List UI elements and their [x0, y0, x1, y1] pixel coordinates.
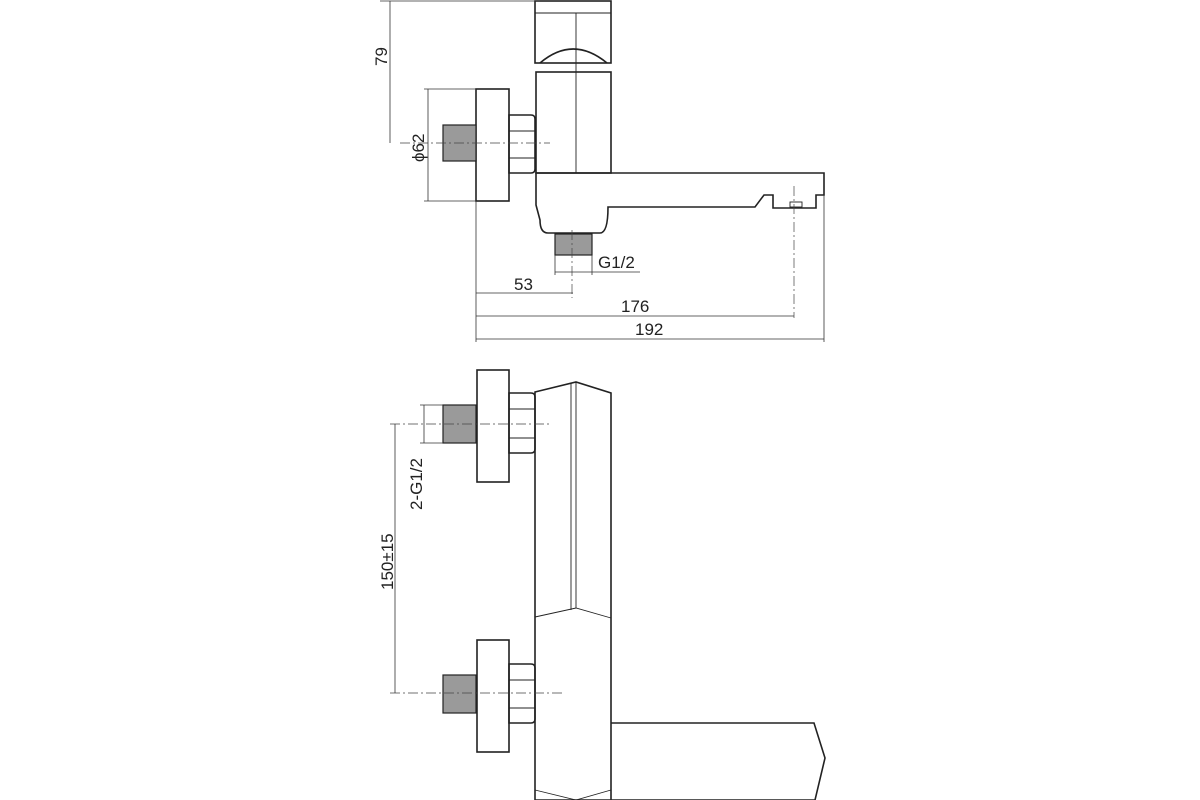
mixer-body — [534, 381, 612, 800]
dim-phi62: ϕ62 — [409, 134, 428, 162]
handle-cap — [534, 0, 612, 64]
upper-nut — [508, 392, 536, 454]
lower-nut — [508, 663, 536, 724]
lower-flange — [476, 639, 510, 753]
lower-inlet-thread — [442, 674, 477, 714]
outlet-thread — [554, 233, 593, 256]
spout-front — [611, 722, 826, 800]
wall-flange — [475, 88, 510, 202]
dim-79: 79 — [372, 47, 391, 66]
spout — [535, 172, 825, 234]
valve-body — [535, 71, 612, 174]
dim-g12-outlet: G1/2 — [598, 253, 635, 272]
hex-nut — [508, 114, 536, 174]
top-view: 79 ϕ62 G1/2 53 176 192 — [372, 0, 825, 342]
dim-176: 176 — [621, 297, 649, 316]
dim-150-15: 150±15 — [378, 533, 397, 590]
dim-53: 53 — [514, 275, 533, 294]
dim-2-g12: 2-G1/2 — [407, 458, 426, 510]
front-view: 2-G1/2 150±15 — [378, 369, 826, 800]
upper-flange — [476, 369, 510, 483]
dim-192: 192 — [635, 320, 663, 339]
aerator — [789, 201, 803, 208]
handle-dome — [539, 48, 608, 64]
